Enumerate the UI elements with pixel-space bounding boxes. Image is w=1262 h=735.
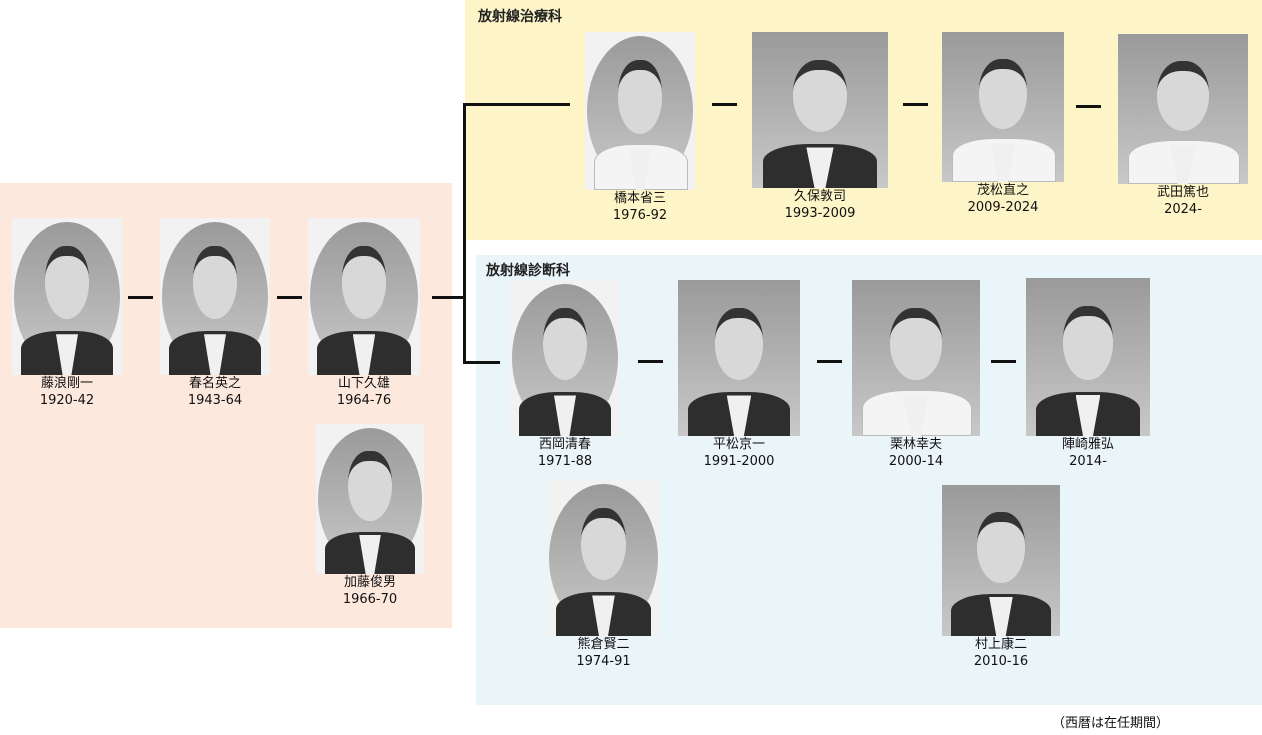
person-name: 栗林幸夫 — [889, 437, 942, 452]
person-takeda: 武田篤也 2024- — [1098, 34, 1262, 218]
connector — [463, 103, 570, 106]
footnote: （西暦は在任期間） — [1052, 716, 1170, 731]
tenure-years: 2014- — [1069, 454, 1107, 469]
person-fujinami: 藤浪剛一 1920-42 — [0, 218, 142, 409]
tenure-years: 1993-2009 — [784, 206, 856, 221]
portrait-photo — [942, 485, 1060, 636]
person-kubo: 久保敦司 1993-2009 — [732, 32, 908, 222]
person-nishioka: 西岡清春 1971-88 — [490, 280, 640, 470]
portrait-photo — [585, 32, 695, 190]
person-name: 茂松直之 — [976, 183, 1029, 198]
person-name: 平松京一 — [712, 437, 765, 452]
portrait-photo — [678, 280, 800, 436]
portrait-photo — [160, 218, 270, 375]
person-name: 藤浪剛一 — [40, 376, 93, 391]
portrait-photo — [1026, 278, 1150, 436]
portrait-photo — [12, 218, 122, 375]
person-name: 山下久雄 — [337, 376, 390, 391]
connector — [638, 360, 663, 363]
person-name: 武田篤也 — [1156, 185, 1209, 200]
person-name: 久保敦司 — [793, 189, 846, 204]
connector — [712, 103, 737, 106]
person-name: 西岡清春 — [538, 437, 591, 452]
person-shigematsu: 茂松直之 2009-2024 — [922, 32, 1084, 216]
section-title-therapy: 放射線治療科 — [478, 9, 562, 25]
tenure-years: 1964-76 — [336, 393, 392, 408]
connector — [1076, 105, 1101, 108]
portrait-photo — [316, 424, 424, 574]
person-hiramatsu: 平松京一 1991-2000 — [658, 280, 820, 470]
tenure-years: 1920-42 — [39, 393, 95, 408]
portrait-photo — [1118, 34, 1248, 184]
tenure-years: 1966-70 — [342, 592, 398, 607]
person-name: 加藤俊男 — [343, 575, 396, 590]
person-name: 橋本省三 — [613, 191, 666, 206]
person-yamashita: 山下久雄 1964-76 — [288, 218, 440, 409]
branch-connector — [463, 103, 466, 364]
portrait-photo — [752, 32, 888, 188]
person-murakami: 村上康二 2010-16 — [922, 485, 1080, 670]
tenure-years: 2000-14 — [888, 454, 944, 469]
person-kumakura: 熊倉賢二 1974-91 — [527, 480, 680, 670]
connector — [432, 296, 465, 299]
portrait-photo — [942, 32, 1064, 182]
person-name: 春名英之 — [188, 376, 241, 391]
portrait-photo — [510, 280, 620, 436]
tenure-years: 1943-64 — [187, 393, 243, 408]
portrait-photo — [547, 480, 660, 636]
person-kuribayashi: 栗林幸夫 2000-14 — [832, 280, 1000, 470]
person-kato: 加藤俊男 1966-70 — [296, 424, 444, 608]
tenure-years: 2009-2024 — [967, 200, 1039, 215]
connector — [128, 296, 153, 299]
tenure-years: 2024- — [1164, 202, 1202, 217]
tenure-years: 1991-2000 — [703, 454, 775, 469]
person-name: 村上康二 — [974, 637, 1027, 652]
connector — [463, 361, 500, 364]
portrait-photo — [308, 218, 420, 375]
person-jinzaki: 陣崎雅弘 2014- — [1006, 278, 1170, 470]
connector — [277, 296, 302, 299]
section-title-diagnosis: 放射線診断科 — [486, 263, 570, 279]
person-hashimoto: 橋本省三 1976-92 — [565, 32, 715, 224]
tenure-years: 1971-88 — [537, 454, 593, 469]
person-name: 熊倉賢二 — [577, 637, 630, 652]
portrait-photo — [852, 280, 980, 436]
tenure-years: 1974-91 — [576, 654, 631, 669]
connector — [903, 103, 928, 106]
connector — [817, 360, 842, 363]
person-haruna: 春名英之 1943-64 — [140, 218, 290, 409]
connector — [991, 360, 1016, 363]
person-name: 陣崎雅弘 — [1061, 437, 1114, 452]
tenure-years: 1976-92 — [612, 208, 668, 223]
tenure-years: 2010-16 — [973, 654, 1029, 669]
